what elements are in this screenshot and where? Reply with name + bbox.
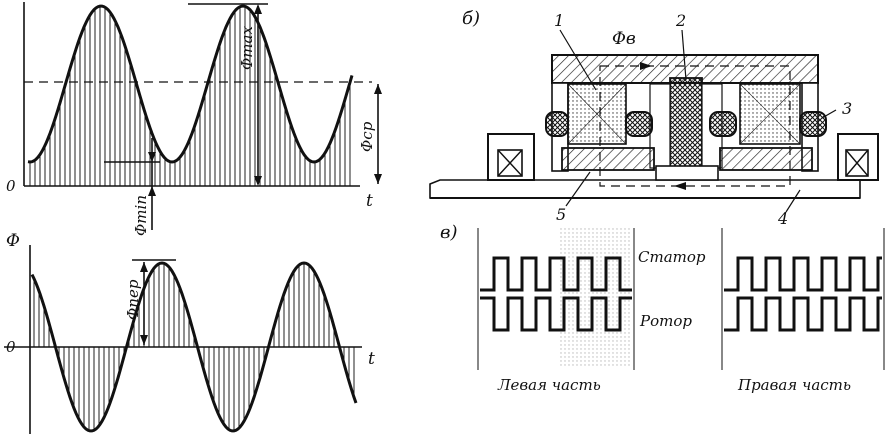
- callout-3: 3: [842, 99, 852, 118]
- right-winding-bundle: [799, 111, 827, 137]
- left-rotor-ring: [561, 147, 655, 171]
- right-rotor-teeth: [724, 296, 882, 332]
- callout-1-leader: [559, 29, 597, 91]
- panel-v-label: в): [440, 222, 458, 243]
- phi-avg-arrow-up: [374, 84, 382, 94]
- callout-1: 1: [554, 11, 564, 30]
- flux-path: [599, 65, 791, 187]
- right-rotor-ring: [719, 147, 813, 171]
- left-rotor-teeth: [480, 296, 632, 332]
- flux-label: Φв: [612, 29, 636, 49]
- phi-avg-arrow-down: [374, 174, 382, 184]
- phi-max-arrow-down: [254, 176, 262, 186]
- rotor-hub: [655, 165, 719, 181]
- top-t-label: t: [366, 191, 373, 211]
- phi-max-label: Φmax: [238, 26, 256, 70]
- top-graph-hatching: [29, 6, 351, 186]
- callout-4-leader: [785, 189, 801, 213]
- bottom-t-label: t: [368, 349, 375, 369]
- panel-b-label: б): [462, 8, 480, 29]
- left-bearing-cross: [497, 149, 523, 177]
- phi-var-arrow-up: [140, 262, 148, 272]
- machine-cross-section: б): [429, 8, 879, 228]
- phi-avg-label: Φср: [358, 121, 376, 152]
- central-core: [669, 77, 703, 169]
- bottom-graph-hatching: [33, 263, 355, 431]
- flux-arrow-bottom: [674, 182, 686, 190]
- bottom-flux-curve: [30, 261, 358, 433]
- top-flux-graph: 0 t Φmax Φср Φmin: [6, 2, 382, 236]
- top-flux-curve: [27, 4, 354, 164]
- left-coil-winding: [567, 83, 627, 145]
- callout-5-leader: [565, 171, 591, 207]
- left-stator-teeth: [480, 256, 632, 292]
- right-stator-teeth: [724, 256, 882, 292]
- callout-3-leader: [821, 109, 837, 119]
- left-winding-bundle: [545, 111, 569, 137]
- phi-max-arrow-up: [254, 4, 262, 14]
- phi-min-label: Φmin: [132, 195, 150, 236]
- top-origin-label: 0: [6, 177, 16, 195]
- right-bearing-cross: [845, 149, 869, 177]
- bottom-phi-label: Φ: [6, 231, 20, 251]
- phi-var-arrow-down: [140, 335, 148, 345]
- callout-5: 5: [556, 205, 566, 224]
- rotor-label: Ротор: [639, 312, 692, 330]
- bottom-flux-graph: Φ 0 t Φпер: [4, 231, 375, 434]
- flux-arrow-top: [640, 62, 652, 70]
- left-inner-winding: [625, 111, 653, 137]
- right-part-caption: Правая часть: [737, 376, 851, 394]
- shaft: [429, 179, 861, 199]
- callout-2: 2: [675, 11, 686, 30]
- bottom-origin-label: 0: [6, 338, 16, 356]
- left-part-caption: Левая часть: [497, 376, 601, 394]
- stator-label: Статор: [638, 248, 706, 266]
- phi-min-arrow-down: [148, 152, 156, 162]
- phi-min-arrow-up: [148, 186, 156, 196]
- right-inner-winding: [709, 111, 737, 137]
- teeth-diagram: в) Статор Ротор Левая часть Правая часть: [440, 222, 885, 394]
- callout-2-leader: [681, 29, 687, 81]
- phi-var-label: Φпер: [124, 279, 142, 320]
- callout-4: 4: [777, 209, 788, 228]
